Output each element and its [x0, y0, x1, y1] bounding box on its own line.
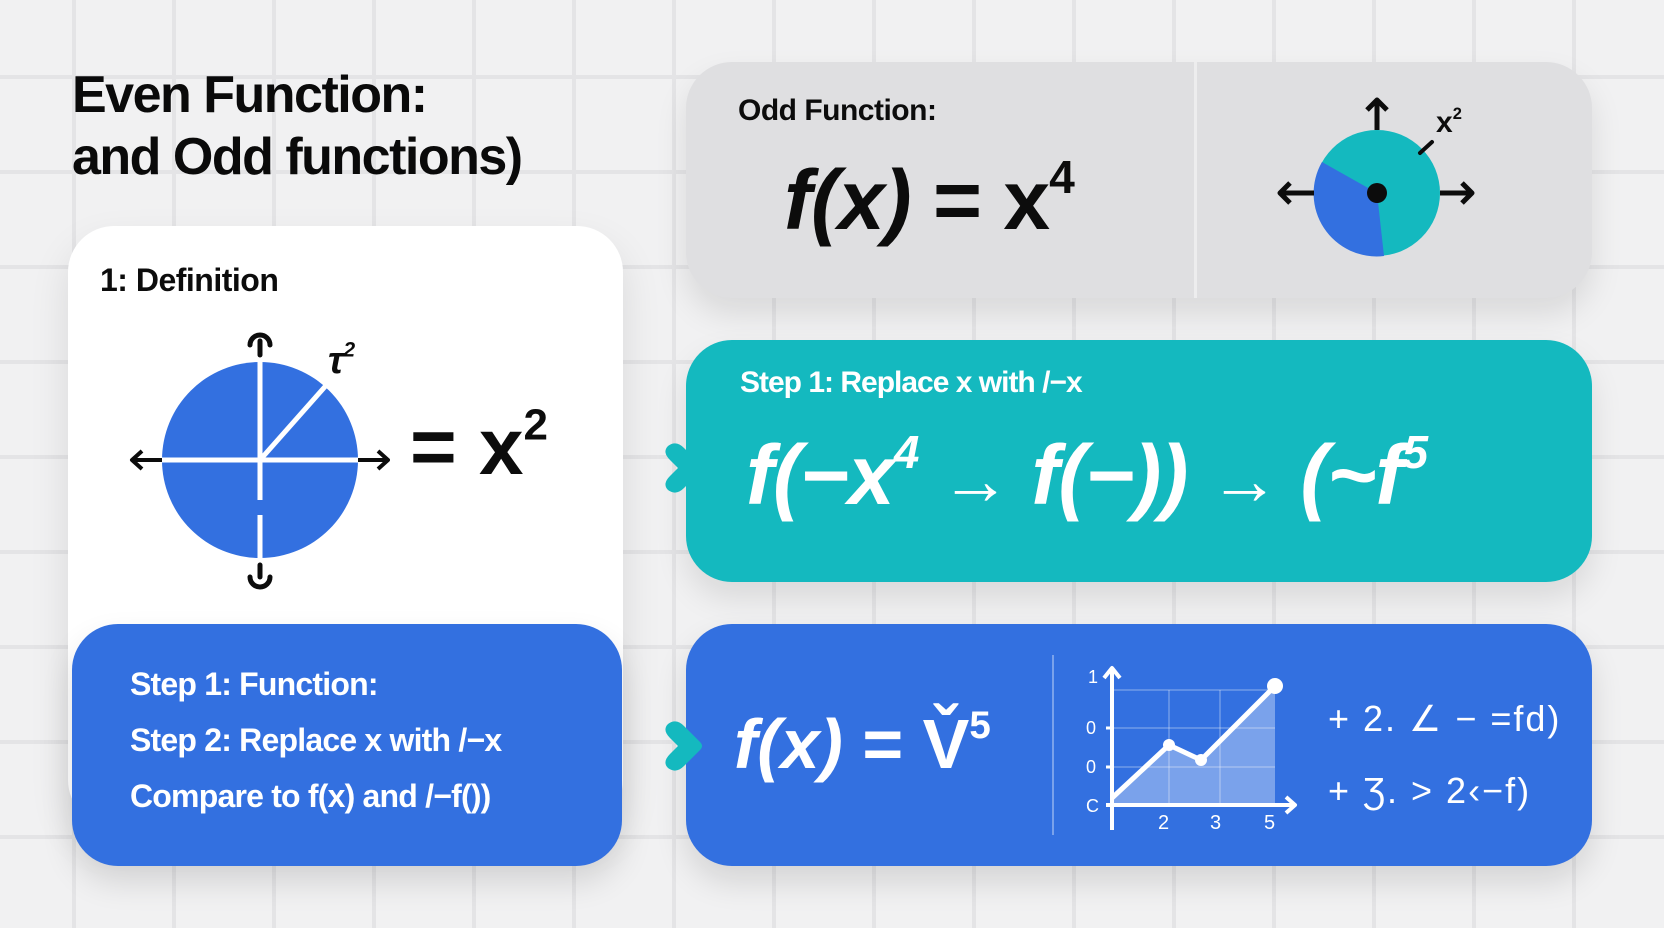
title-line-2: and Odd functions) — [72, 128, 523, 186]
odd-function-card — [686, 62, 1592, 298]
title-line-1: Even Function: — [72, 66, 428, 124]
y-tick-label: 0 — [1086, 718, 1097, 738]
x-tick-label: 5 — [1264, 812, 1276, 834]
arrow-icon: → — [940, 441, 1010, 519]
chevron-right-icon — [665, 443, 702, 493]
center-dot — [1367, 183, 1387, 203]
circle-label: τ2 — [328, 338, 356, 382]
step-line: Compare to f(x) and /−f()) — [130, 778, 491, 814]
left-arrow-icon — [1277, 181, 1314, 205]
steps-list: Step 1: Function: Step 2: Replace x with… — [130, 656, 502, 824]
up-arrow-icon — [1365, 97, 1389, 130]
teal-step-formula: f(−x4→f(−))→(~f5 — [746, 425, 1428, 522]
step-line: Step 1: Function: — [130, 666, 379, 702]
odd-function-pie-diagram — [1277, 97, 1475, 257]
y-tick-label: С — [1086, 796, 1099, 816]
steps-card — [72, 624, 622, 866]
page-title: Even Function: and Odd functions) — [72, 64, 523, 188]
even-function-circle-diagram — [130, 332, 390, 590]
replace-step-card — [686, 340, 1592, 582]
right-arrow-icon — [1440, 181, 1475, 205]
formula-graph-card — [686, 624, 1592, 866]
x-tick-label: 3 — [1210, 812, 1222, 834]
y-tick-label: 1 — [1088, 667, 1099, 687]
arrow-icon: → — [1209, 441, 1279, 519]
odd-function-label: Odd Function: — [738, 94, 937, 127]
card-divider — [1194, 62, 1197, 298]
teal-step-label: Step 1: Replace x with /−x — [740, 366, 1083, 399]
definition-heading: 1: Definition — [100, 262, 279, 298]
vertical-separator — [1052, 655, 1054, 835]
chevron-right-icon — [665, 721, 702, 771]
side-equation: + Ʒ. > 2‹−f) — [1328, 770, 1532, 811]
up-arrow-icon — [247, 332, 273, 358]
step-line: Step 2: Replace x with /−x — [130, 722, 502, 758]
definition-equation: = x2 — [410, 400, 548, 491]
left-arrow-icon — [130, 449, 162, 471]
y-tick-label: 0 — [1086, 757, 1097, 777]
mini-area-chart — [1102, 666, 1297, 830]
pie-label: x2 — [1436, 105, 1462, 139]
blue-formula: f(x) = V̌5 — [734, 703, 991, 783]
down-arrow-icon — [247, 562, 273, 590]
side-equation: + 2. ∠ − =fd) — [1328, 698, 1562, 739]
right-arrow-icon — [358, 449, 390, 471]
odd-function-formula: f(x) = x4 — [784, 150, 1075, 247]
x-tick-label: 2 — [1158, 812, 1170, 834]
